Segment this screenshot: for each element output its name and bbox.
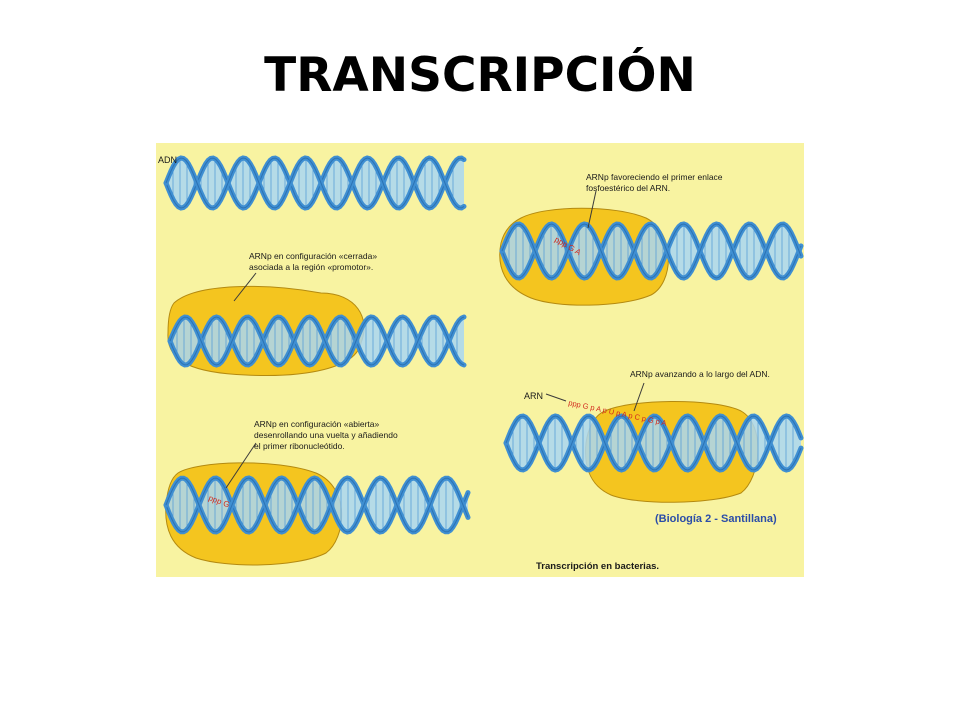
step4-line-1: ARNp avanzando a lo largo del ADN. bbox=[630, 369, 770, 379]
step2-caption: ARNp en configuración «abierta» desenrol… bbox=[254, 419, 400, 451]
transcription-figure: ppp G ppp G A ppp G p A p U p A p C p G … bbox=[156, 143, 804, 582]
step1-line-1: ARNp en configuración «cerrada» bbox=[249, 251, 377, 261]
step2-line-3: el primer ribonucleótido. bbox=[254, 441, 345, 451]
rna-label: ARN bbox=[524, 391, 543, 401]
dna-label: ADN bbox=[158, 155, 177, 165]
step1-caption: ARNp en configuración «cerrada» asociada… bbox=[249, 251, 379, 272]
step1-line-2: asociada a la región «promotor». bbox=[249, 262, 373, 272]
transcription-diagram: ppp G ppp G A ppp G p A p U p A p C p G … bbox=[156, 143, 804, 577]
step2-line-2: desenrollando una vuelta y añadiendo bbox=[254, 430, 398, 440]
step3-line-1: ARNp favoreciendo el primer enlace bbox=[586, 172, 723, 182]
step3-line-2: fosfoestérico del ARN. bbox=[586, 183, 670, 193]
dna-helix-elongation bbox=[503, 413, 804, 473]
leader-lines bbox=[225, 190, 645, 489]
dna-helices bbox=[163, 155, 804, 535]
dna-helix-open bbox=[163, 475, 471, 535]
dna-helix-closed bbox=[167, 314, 467, 368]
step2-line-1: ARNp en configuración «abierta» bbox=[254, 419, 379, 429]
dna-helix-free bbox=[163, 155, 467, 211]
dna-helix-first-bond bbox=[499, 221, 804, 281]
source-credit: (Biología 2 - Santillana) bbox=[655, 513, 777, 525]
step4-caption: ARNp avanzando a lo largo del ADN. bbox=[630, 369, 770, 379]
figure-caption: Transcripción en bacterias. bbox=[536, 561, 659, 572]
slide-title: TRANSCRIPCIÓN bbox=[264, 48, 696, 103]
step3-caption: ARNp favoreciendo el primer enlace fosfo… bbox=[586, 172, 725, 193]
